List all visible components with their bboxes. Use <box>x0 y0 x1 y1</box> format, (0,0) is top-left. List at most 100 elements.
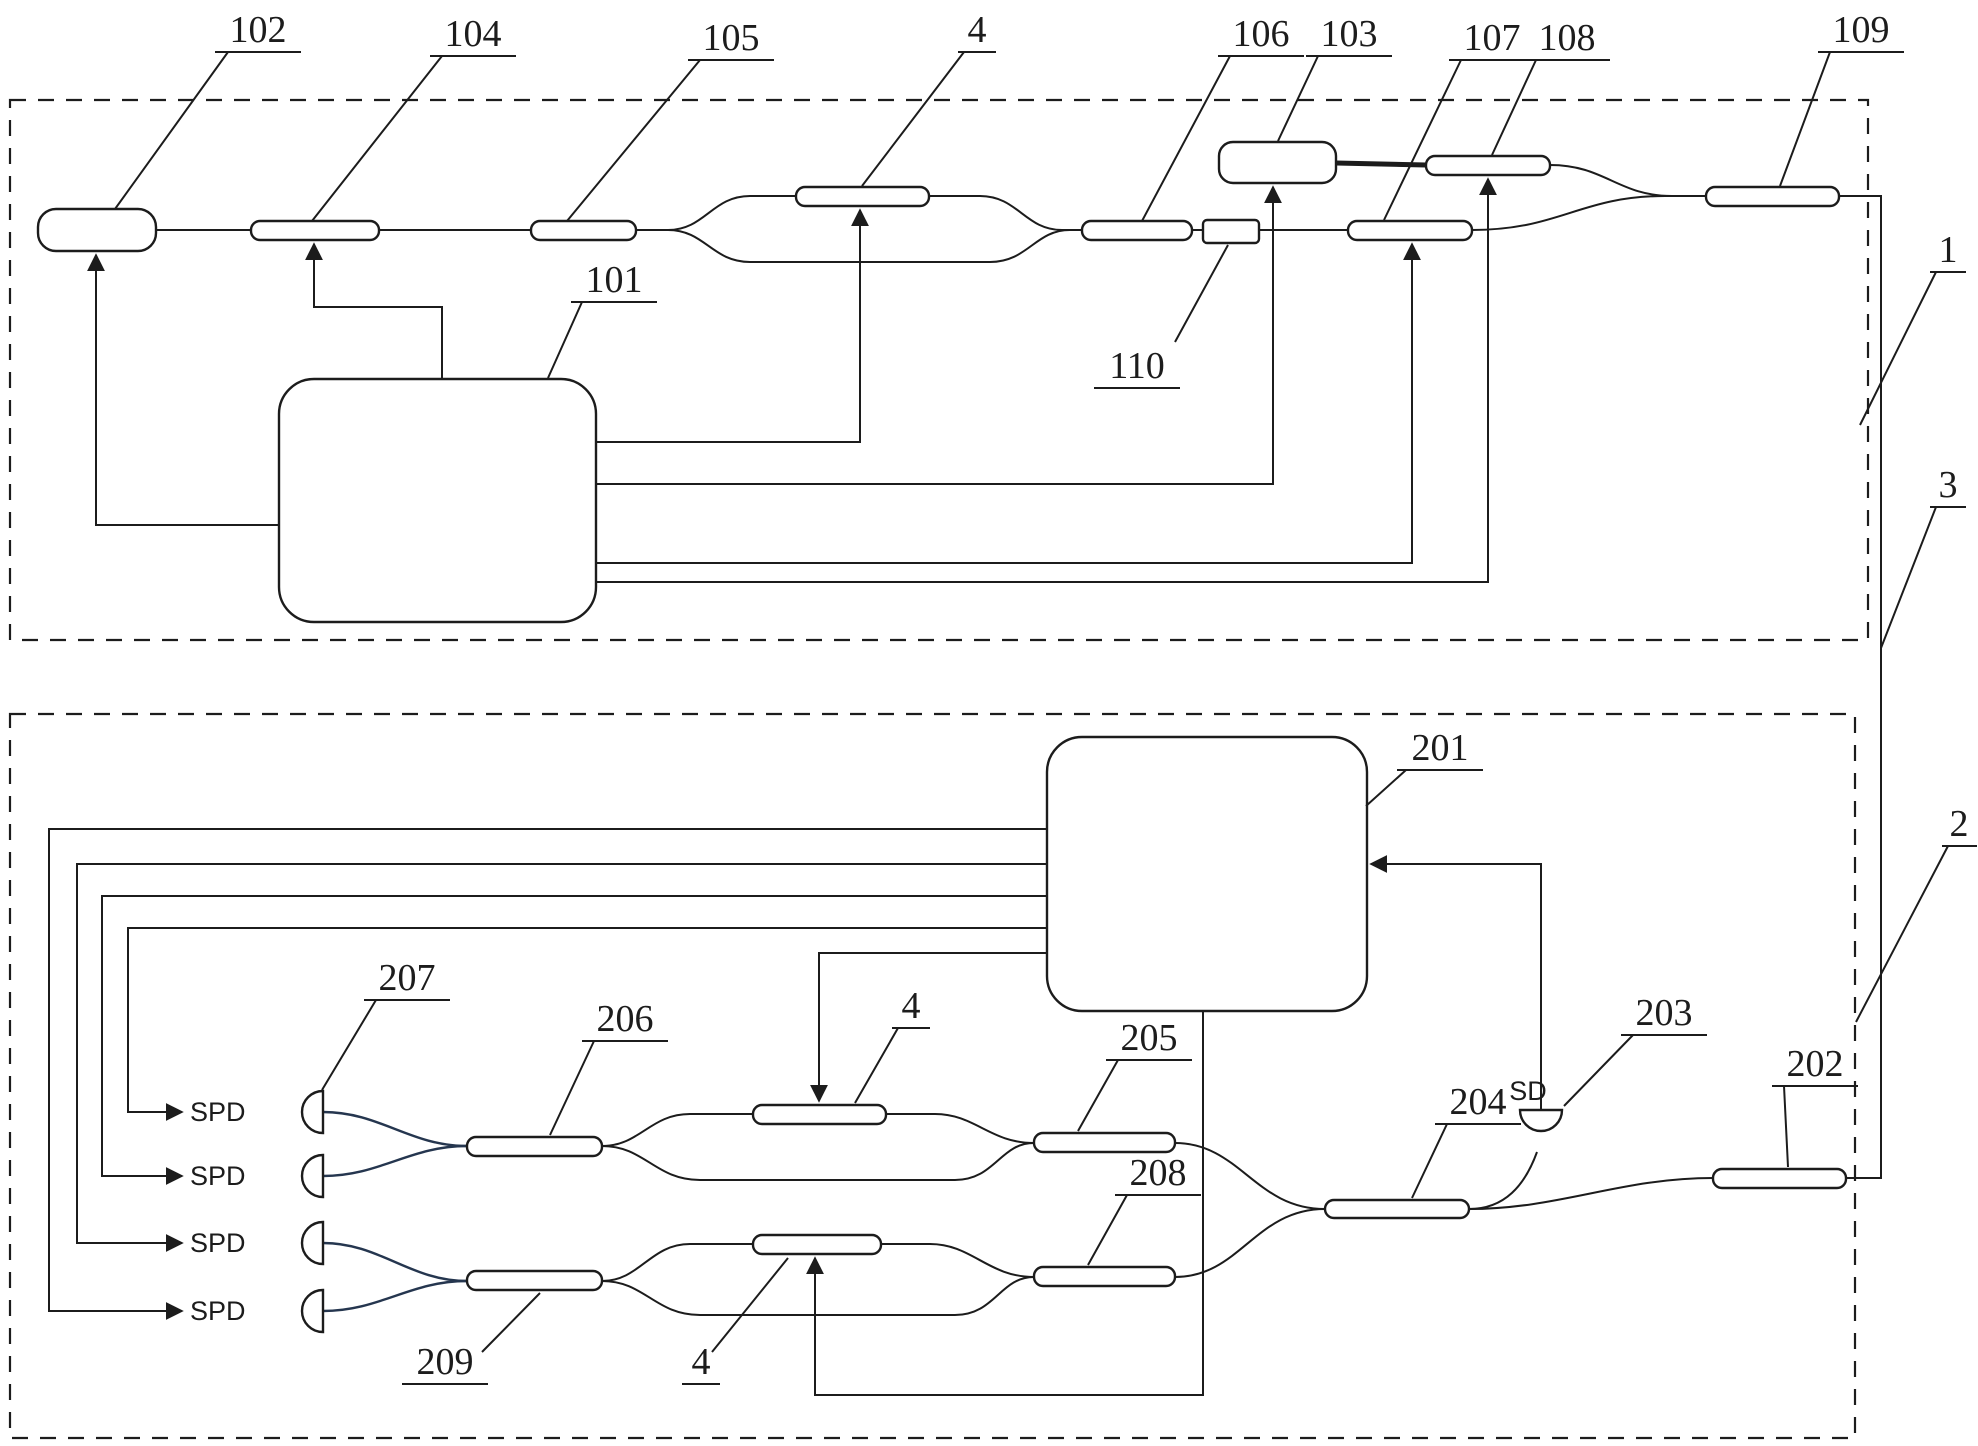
transmitter-unit-dashed-box <box>8 98 1870 642</box>
label-101: 101 <box>586 259 643 301</box>
component-4-low-box <box>751 1233 883 1256</box>
leader-205 <box>1077 1059 1192 1132</box>
leader-109 <box>1779 51 1904 187</box>
signal-line-201-spd3 <box>76 863 1047 1252</box>
label-106: 106 <box>1233 13 1290 55</box>
mzi1-upper-arm-out <box>929 195 1082 231</box>
mzi3-lower-arm <box>601 1276 1035 1316</box>
component-4-mid-box <box>751 1103 888 1126</box>
label-208: 208 <box>1130 1152 1187 1194</box>
fiber-channel-link <box>1839 195 1882 1179</box>
component-110-box <box>1201 218 1261 245</box>
top-control-lines <box>87 177 1497 583</box>
component-105-box <box>529 219 638 242</box>
leader-203 <box>1563 1034 1707 1107</box>
leader-3 <box>1880 506 1966 649</box>
label-leaders <box>114 51 1977 1385</box>
component-104-box <box>249 219 381 242</box>
leader-201 <box>1365 769 1483 807</box>
component-4-top-box <box>794 185 931 208</box>
fiber-208-204 <box>1174 1208 1326 1278</box>
component-107-box <box>1346 219 1474 242</box>
control-line-201-4low <box>806 1011 1204 1396</box>
label-201: 201 <box>1412 727 1469 769</box>
leader-4-top <box>861 51 996 187</box>
signal-line-201-spd2 <box>101 895 1047 1185</box>
mzi3-upper-arm-out <box>881 1243 1035 1278</box>
component-109-box <box>1704 185 1841 208</box>
fiber-204-sd <box>1468 1151 1538 1210</box>
spd4-detector-icon <box>300 1288 325 1334</box>
leader-2 <box>1855 845 1977 1023</box>
label-4-low: 4 <box>692 1341 711 1383</box>
leader-108 <box>1491 59 1610 156</box>
label-206: 206 <box>597 998 654 1040</box>
label-209: 209 <box>417 1341 474 1383</box>
control-line-101-4 <box>596 208 869 443</box>
leader-207 <box>321 999 450 1091</box>
bottom-optical-path <box>601 1113 1714 1316</box>
leader-1 <box>1859 271 1966 426</box>
leader-103 <box>1277 55 1392 142</box>
control-line-101-102 <box>87 253 279 526</box>
leader-202 <box>1772 1085 1858 1168</box>
sd-detector-icon <box>1518 1108 1564 1133</box>
label-204: 204 <box>1450 1081 1507 1123</box>
label-4-mid: 4 <box>902 985 921 1027</box>
signal-line-201-spd4 <box>48 828 1047 1320</box>
label-3: 3 <box>1939 464 1958 506</box>
component-103-box <box>1217 140 1338 185</box>
label-107: 107 <box>1464 17 1521 59</box>
leader-4-low <box>682 1257 789 1385</box>
label-110: 110 <box>1109 345 1165 387</box>
fiber-204-202 <box>1468 1177 1714 1210</box>
control-line-101-107 <box>596 242 1421 564</box>
leader-107 <box>1383 59 1535 221</box>
label-105: 105 <box>703 17 760 59</box>
leader-105 <box>566 59 774 222</box>
receiver-unit-dashed-box <box>8 712 1857 1440</box>
component-209-box <box>465 1269 604 1292</box>
component-205-box <box>1032 1131 1177 1154</box>
component-106-box <box>1080 219 1194 242</box>
label-spd4: SPD <box>190 1296 246 1326</box>
component-208-box <box>1032 1265 1177 1288</box>
top-optical-path <box>156 160 1882 1179</box>
detector-fibers <box>322 1110 468 1313</box>
component-102-box <box>36 207 158 253</box>
leader-206 <box>549 1040 668 1136</box>
spd2-detector-icon <box>300 1153 325 1199</box>
fiber-103-108 <box>1335 160 1427 168</box>
label-spd3: SPD <box>190 1228 246 1258</box>
label-4-top: 4 <box>968 9 987 51</box>
component-108-box <box>1424 154 1552 177</box>
leader-4-mid <box>854 1027 930 1104</box>
leader-209 <box>402 1292 541 1385</box>
label-202: 202 <box>1787 1043 1844 1085</box>
component-101-controller-box <box>277 377 598 624</box>
leader-110 <box>1094 244 1229 389</box>
control-line-101-103 <box>596 185 1282 485</box>
component-206-box <box>465 1135 604 1158</box>
label-spd1: SPD <box>190 1097 246 1127</box>
label-205: 205 <box>1121 1017 1178 1059</box>
labels: 102 104 105 4 106 103 107 108 109 101 11… <box>190 9 1969 1383</box>
label-203: 203 <box>1636 992 1693 1034</box>
leader-101 <box>547 301 657 379</box>
control-line-201-4mid <box>810 952 1047 1103</box>
component-204-box <box>1323 1198 1471 1220</box>
fiber-209-spd4 <box>322 1279 468 1313</box>
label-109: 109 <box>1833 9 1890 51</box>
label-2: 2 <box>1950 803 1969 845</box>
signal-line-sd-201 <box>1369 855 1542 1110</box>
label-108: 108 <box>1539 17 1596 59</box>
label-1: 1 <box>1939 229 1958 271</box>
coupler-107-109 <box>1471 195 1706 231</box>
component-202-box <box>1711 1167 1848 1190</box>
label-104: 104 <box>445 13 502 55</box>
mzi3-upper-arm-in <box>601 1243 753 1282</box>
fiber-206-spd1 <box>322 1110 468 1148</box>
fiber-209-spd3 <box>322 1241 468 1283</box>
